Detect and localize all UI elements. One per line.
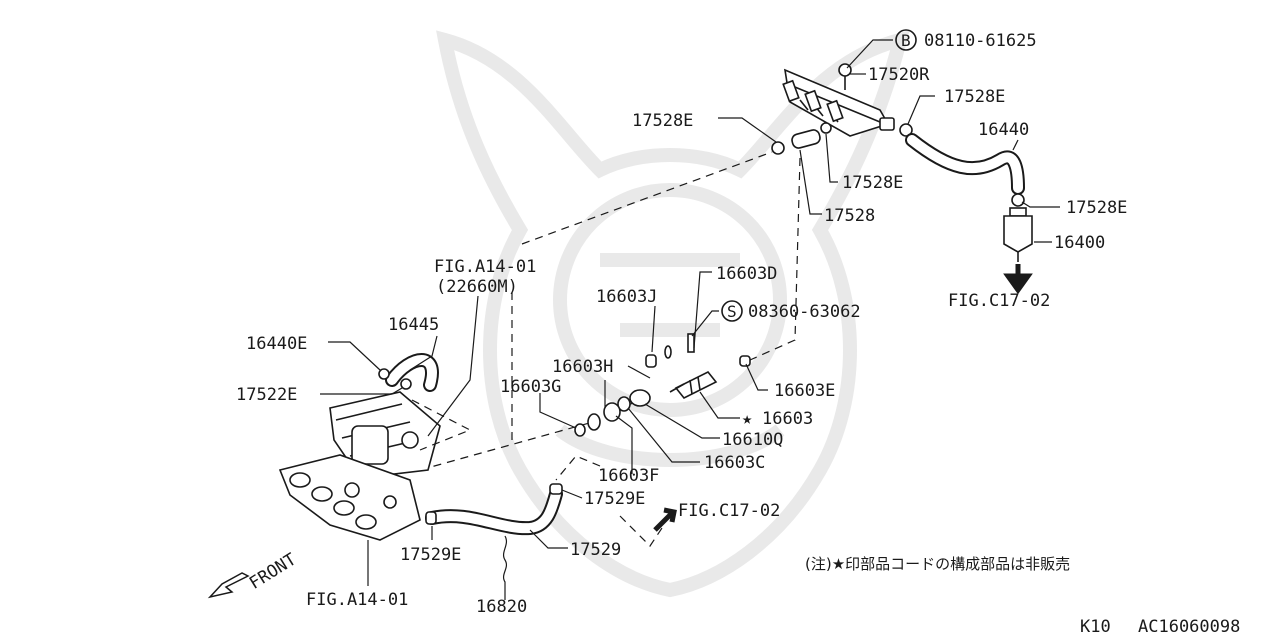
bolt-badge-letter: B bbox=[901, 31, 911, 50]
front-arrow-icon bbox=[207, 572, 250, 599]
label-front: FRONT bbox=[246, 550, 300, 594]
arrow-up-right-icon bbox=[653, 507, 677, 532]
label-16440e: 16440E bbox=[246, 334, 307, 354]
label-17529e-left: 17529E bbox=[400, 545, 461, 565]
label-fig-a14-01-bottom: FIG.A14-01 bbox=[306, 590, 408, 610]
clamp-16440e bbox=[378, 368, 390, 380]
watermark-emblem bbox=[436, 30, 910, 598]
clamp-17528e-left bbox=[771, 141, 785, 155]
label-17528: 17528 bbox=[824, 206, 875, 226]
label-08360-63062: 08360-63062 bbox=[748, 302, 861, 322]
label-16400: 16400 bbox=[1054, 233, 1105, 253]
injector-group bbox=[574, 333, 751, 437]
bolt-badge-icon bbox=[895, 29, 917, 51]
footer-figure-id: AC16060098 bbox=[1138, 617, 1240, 637]
clamp-17529e-left bbox=[425, 511, 437, 525]
label-08110-61625: 08110-61625 bbox=[924, 31, 1037, 51]
label-16603j: 16603J bbox=[596, 287, 657, 307]
label-16603d: 16603D bbox=[716, 264, 777, 284]
label-16603f: 16603F bbox=[598, 466, 659, 486]
clamp-17529e-right bbox=[549, 483, 563, 495]
label-16440: 16440 bbox=[978, 120, 1029, 140]
label-16445: 16445 bbox=[388, 315, 439, 335]
footer-code: K10 bbox=[1080, 617, 1111, 637]
label-17522e: 17522E bbox=[236, 385, 297, 405]
star-icon: ★ bbox=[742, 409, 752, 429]
label-17529e-right: 17529E bbox=[584, 489, 645, 509]
bolt-16820 bbox=[502, 535, 508, 600]
label-16820: 16820 bbox=[476, 597, 527, 617]
label-16603g: 16603G bbox=[500, 377, 561, 397]
label-16603: 16603 bbox=[762, 409, 813, 429]
hose-17528 bbox=[791, 129, 821, 149]
arrow-down-icon bbox=[1003, 264, 1033, 295]
label-fig-a14-01-top: FIG.A14-01 bbox=[434, 257, 536, 277]
label-17528e-left: 17528E bbox=[632, 111, 693, 131]
label-17520r: 17520R bbox=[868, 65, 930, 85]
clamp-17528e-filter bbox=[1011, 193, 1025, 207]
label-16603e: 16603E bbox=[774, 381, 835, 401]
screw-badge-icon bbox=[721, 300, 743, 322]
label-16603h: 16603H bbox=[552, 357, 613, 377]
clamp-17528e-mid bbox=[820, 122, 832, 134]
label-17529: 17529 bbox=[570, 540, 621, 560]
label-fig-c17-02-bottom: FIG.C17-02 bbox=[678, 501, 780, 521]
label-17528e-mid: 17528E bbox=[842, 173, 903, 193]
clamp-17522e bbox=[400, 378, 412, 390]
clamp-17528e-right bbox=[899, 123, 913, 137]
footnote-text: (注)★印部品コードの構成部品は非販売 bbox=[805, 555, 1070, 573]
intake-manifold bbox=[278, 391, 441, 541]
label-17528e-filter: 17528E bbox=[1066, 198, 1127, 218]
label-22660m: (22660M) bbox=[436, 277, 518, 297]
label-17528e-right: 17528E bbox=[944, 87, 1005, 107]
screw-badge-letter: S bbox=[727, 302, 737, 321]
label-16603c: 16603C bbox=[704, 453, 765, 473]
label-fig-c17-02-top: FIG.C17-02 bbox=[948, 291, 1050, 311]
label-16610q: 16610Q bbox=[722, 430, 783, 450]
fuel-filter bbox=[1003, 207, 1033, 262]
